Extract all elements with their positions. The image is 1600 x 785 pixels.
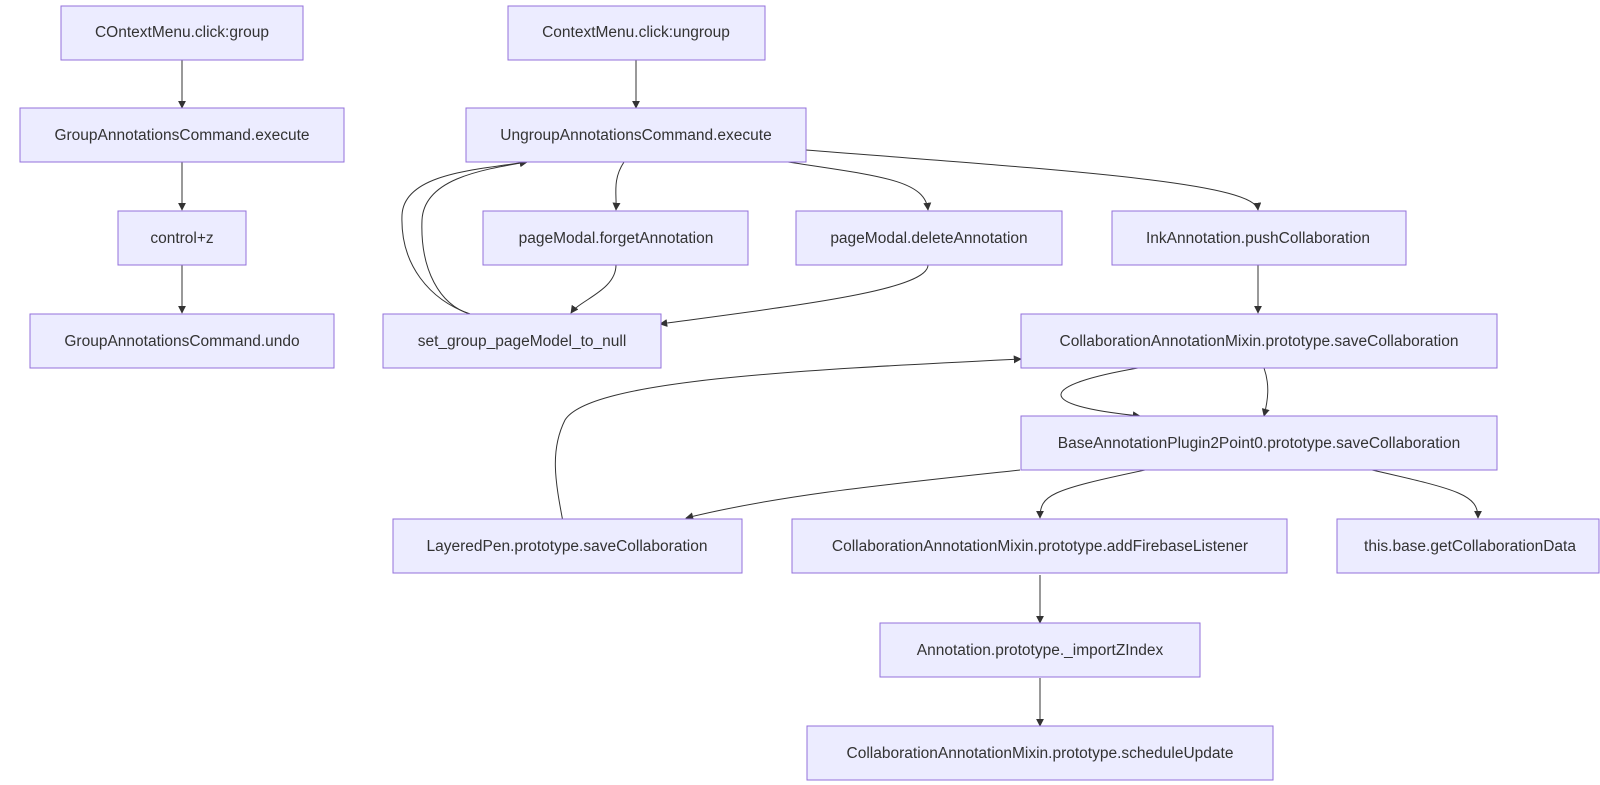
- node-get-collab: this.base.getCollaborationData: [1336, 518, 1600, 574]
- node-label: set_group_pageModel_to_null: [418, 333, 627, 350]
- node-cam-firebase: CollaborationAnnotationMixin.prototype.a…: [791, 518, 1288, 574]
- node-group-undo: GroupAnnotationsCommand.undo: [29, 313, 335, 369]
- node-layered-save: LayeredPen.prototype.saveCollaboration: [392, 518, 743, 574]
- node-label: GroupAnnotationsCommand.undo: [64, 333, 299, 350]
- node-label: LayeredPen.prototype.saveCollaboration: [427, 538, 708, 555]
- node-label: pageModal.deleteAnnotation: [830, 230, 1027, 247]
- edge-forget-to-set-null: [570, 264, 617, 314]
- node-delete-annotation: pageModal.deleteAnnotation: [795, 210, 1063, 266]
- node-ungroup-exec: UngroupAnnotationsCommand.execute: [465, 107, 807, 163]
- node-label: InkAnnotation.pushCollaboration: [1146, 230, 1370, 247]
- node-forget-annotation: pageModal.forgetAnnotation: [482, 210, 749, 266]
- edge-cam-save-to-base-save-a: [1060, 367, 1141, 420]
- node-set-null: set_group_pageModel_to_null: [382, 313, 662, 369]
- node-label: control+z: [150, 230, 213, 247]
- node-label: CollaborationAnnotationMixin.prototype.a…: [832, 538, 1248, 555]
- edge-base-save-to-layered: [685, 469, 1021, 521]
- edge-base-save-to-get-collab: [1371, 469, 1482, 519]
- node-label: COntextMenu.click:group: [95, 24, 269, 41]
- edge-delete-to-set-null: [659, 264, 929, 327]
- node-label: Annotation.prototype._importZIndex: [917, 642, 1164, 659]
- edge-ungroup-exec-to-delete: [787, 161, 932, 211]
- node-label: ContextMenu.click:ungroup: [542, 24, 730, 41]
- node-label: GroupAnnotationsCommand.execute: [54, 127, 309, 144]
- edge-ungroup-exec-to-forget: [612, 161, 625, 211]
- node-base-save: BaseAnnotationPlugin2Point0.prototype.sa…: [1020, 415, 1498, 471]
- edge-base-save-to-firebase: [1036, 469, 1146, 519]
- node-ctrl-z: control+z: [117, 210, 247, 266]
- node-ink-push: InkAnnotation.pushCollaboration: [1111, 210, 1407, 266]
- edge-set-null-to-ungroup-exec-b: [421, 159, 528, 315]
- node-label: pageModal.forgetAnnotation: [519, 230, 714, 247]
- node-cam-save: CollaborationAnnotationMixin.prototype.s…: [1020, 313, 1498, 369]
- node-label: CollaborationAnnotationMixin.prototype.s…: [847, 745, 1234, 762]
- node-import-z: Annotation.prototype._importZIndex: [879, 622, 1201, 678]
- node-label: this.base.getCollaborationData: [1364, 538, 1576, 555]
- node-ctx-ungroup: ContextMenu.click:ungroup: [507, 5, 766, 61]
- node-schedule-update: CollaborationAnnotationMixin.prototype.s…: [806, 725, 1274, 781]
- node-label: UngroupAnnotationsCommand.execute: [500, 127, 771, 144]
- node-ctx-group: COntextMenu.click:group: [60, 5, 304, 61]
- node-group-exec: GroupAnnotationsCommand.execute: [19, 107, 345, 163]
- node-label: CollaborationAnnotationMixin.prototype.s…: [1060, 333, 1459, 350]
- edge-ungroup-exec-to-ink: [805, 149, 1262, 211]
- edge-cam-save-to-base-save-b: [1261, 367, 1270, 417]
- edge-set-null-to-ungroup-exec-a: [401, 159, 528, 315]
- node-label: BaseAnnotationPlugin2Point0.prototype.sa…: [1058, 435, 1460, 452]
- edges: [178, 60, 1482, 727]
- edge-layered-to-cam-save: [554, 355, 1022, 523]
